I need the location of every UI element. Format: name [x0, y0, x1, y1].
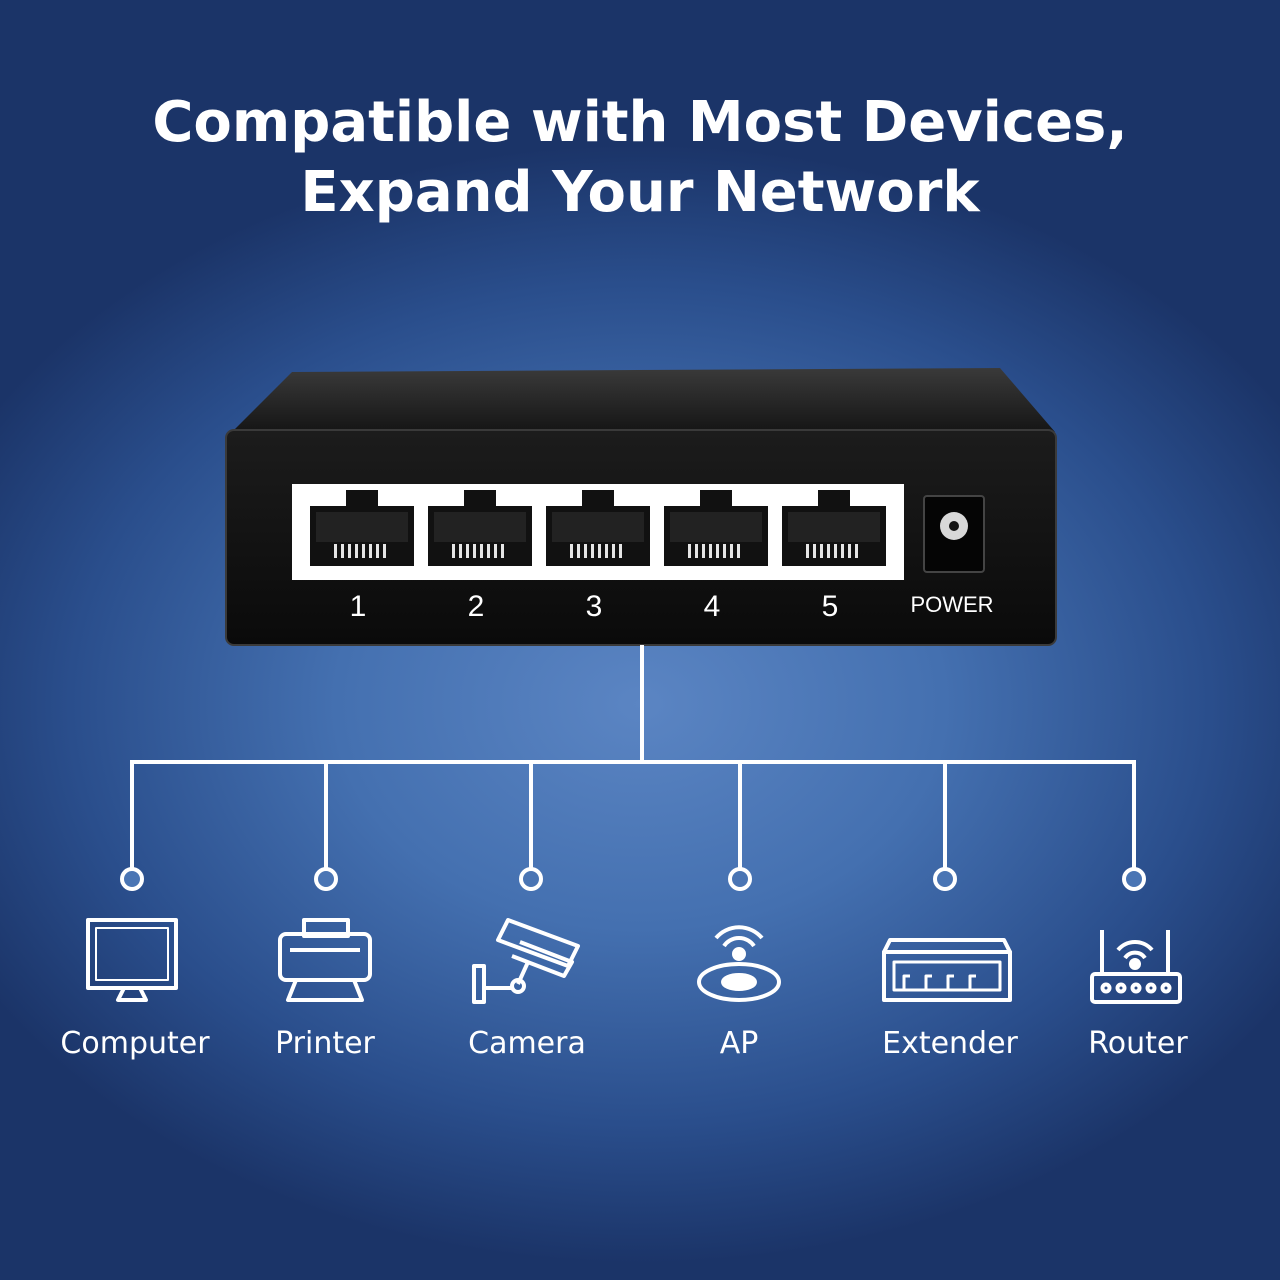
- ethernet-port-4[interactable]: [664, 490, 768, 566]
- port-number-2: 2: [468, 590, 485, 623]
- computer-icon: [86, 918, 178, 1002]
- device-label-camera: Camera: [468, 1026, 586, 1061]
- device-label-router: Router: [1088, 1026, 1188, 1061]
- device-label-printer: Printer: [275, 1026, 375, 1061]
- port-number-1: 1: [350, 590, 367, 623]
- port-number-5: 5: [822, 590, 839, 623]
- printer-icon: [278, 918, 372, 1002]
- connector-node-router: [1122, 867, 1146, 891]
- connector-node-ap: [728, 867, 752, 891]
- access-point-icon: [697, 925, 781, 1002]
- headline-line-1: Compatible with Most Devices,: [152, 90, 1128, 155]
- device-label-extender: Extender: [882, 1026, 1018, 1061]
- extender-icon: [882, 938, 1012, 1002]
- connector-node-printer: [314, 867, 338, 891]
- device-label-computer: Computer: [60, 1026, 210, 1061]
- connector-node-camera: [519, 867, 543, 891]
- headline-line-2: Expand Your Network: [300, 160, 980, 225]
- connection-lines: [120, 645, 1146, 891]
- port-number-4: 4: [704, 590, 721, 623]
- connector-node-computer: [120, 867, 144, 891]
- camera-icon: [472, 918, 580, 1004]
- switch-top-surface: [232, 368, 1055, 432]
- connector-node-extender: [933, 867, 957, 891]
- ethernet-port-5[interactable]: [782, 490, 886, 566]
- device-label-ap: AP: [719, 1026, 759, 1061]
- ethernet-port-2[interactable]: [428, 490, 532, 566]
- network-switch: 1 2 3 4 5 POWER: [225, 368, 1057, 646]
- ethernet-port-1[interactable]: [310, 490, 414, 566]
- port-number-3: 3: [586, 590, 603, 623]
- router-icon: [1090, 930, 1182, 1004]
- ethernet-ports: [310, 490, 886, 566]
- power-label: POWER: [910, 592, 993, 617]
- power-jack-pin: [949, 521, 959, 531]
- headline: Compatible with Most Devices, Expand You…: [0, 88, 1280, 228]
- ethernet-port-3[interactable]: [546, 490, 650, 566]
